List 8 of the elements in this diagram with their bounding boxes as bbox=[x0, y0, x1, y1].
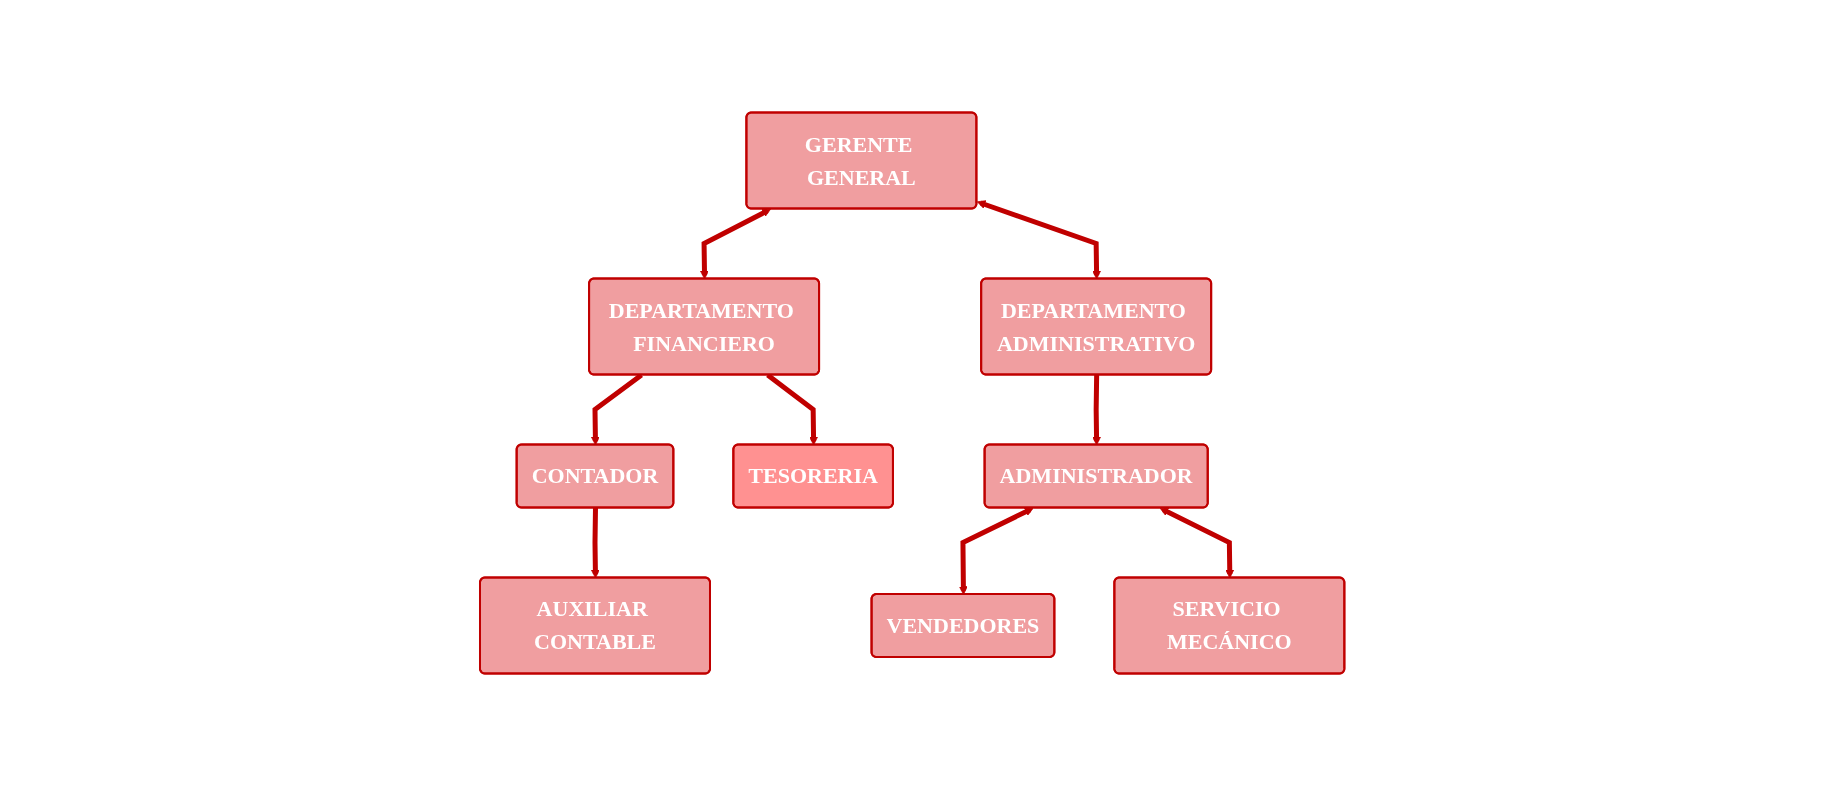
arrow bbox=[959, 507, 1034, 595]
arrow bbox=[591, 373, 644, 446]
arrow bbox=[1092, 374, 1102, 446]
arrow bbox=[591, 507, 601, 579]
arrow bbox=[766, 373, 819, 446]
arrow bbox=[977, 200, 1102, 280]
arrow bbox=[1160, 507, 1235, 579]
arrow bbox=[700, 208, 772, 280]
